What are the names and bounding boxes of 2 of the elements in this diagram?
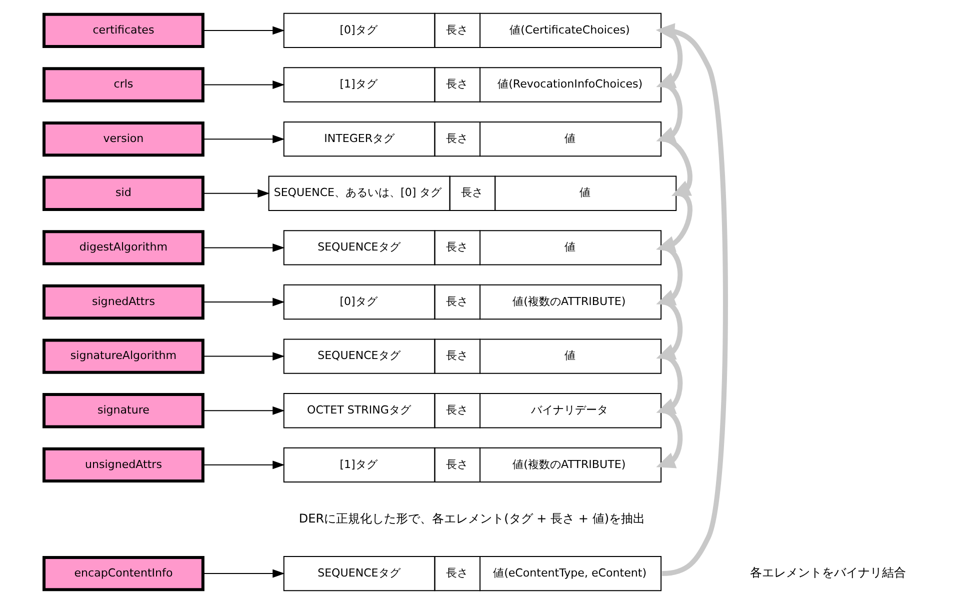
- label: DERに正規化した形で、各エレメント(タグ + 長さ + 値)を抽出: [298, 511, 646, 526]
- label: 各エレメントをバイナリ結合: [750, 566, 906, 580]
